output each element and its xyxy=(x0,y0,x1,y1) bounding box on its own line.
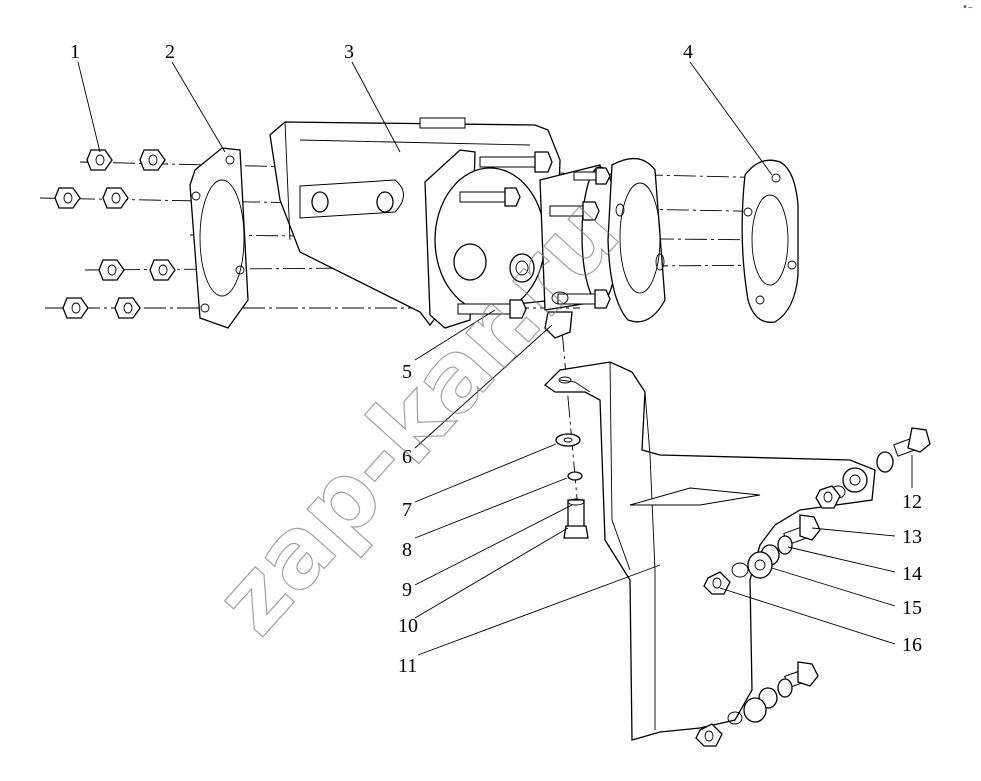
callout-11: 11 xyxy=(398,655,417,677)
corner-mark: •– xyxy=(962,2,973,13)
bracket-fasteners-middle xyxy=(703,514,821,595)
nuts-group-1 xyxy=(54,149,176,319)
callout-9: 9 xyxy=(402,579,412,601)
gasket-right xyxy=(741,159,799,323)
gasket-left xyxy=(189,147,249,329)
callout-7: 7 xyxy=(402,499,412,521)
leader-lines xyxy=(77,61,913,656)
callout-12: 12 xyxy=(902,491,922,513)
bracket-fasteners-upper xyxy=(815,427,931,509)
callout-15: 15 xyxy=(902,597,922,619)
callout-6: 6 xyxy=(402,446,412,468)
callout-1: 1 xyxy=(70,41,80,63)
callout-10: 10 xyxy=(398,615,418,637)
callout-13: 13 xyxy=(902,526,922,548)
callout-5: 5 xyxy=(402,361,412,383)
callout-3: 3 xyxy=(344,41,354,63)
bracket-fasteners-lower xyxy=(695,661,819,747)
callout-4: 4 xyxy=(683,41,693,63)
callout-2: 2 xyxy=(165,41,175,63)
main-housing xyxy=(269,117,619,339)
callout-labels: 1 2 3 4 5 6 7 8 9 10 11 12 13 14 15 16 xyxy=(70,41,922,677)
callout-14: 14 xyxy=(902,563,922,585)
bracket xyxy=(543,361,876,741)
callout-8: 8 xyxy=(402,539,412,561)
intermediate-flange xyxy=(607,158,666,323)
callout-16: 16 xyxy=(902,634,922,656)
small-fasteners xyxy=(555,433,589,539)
